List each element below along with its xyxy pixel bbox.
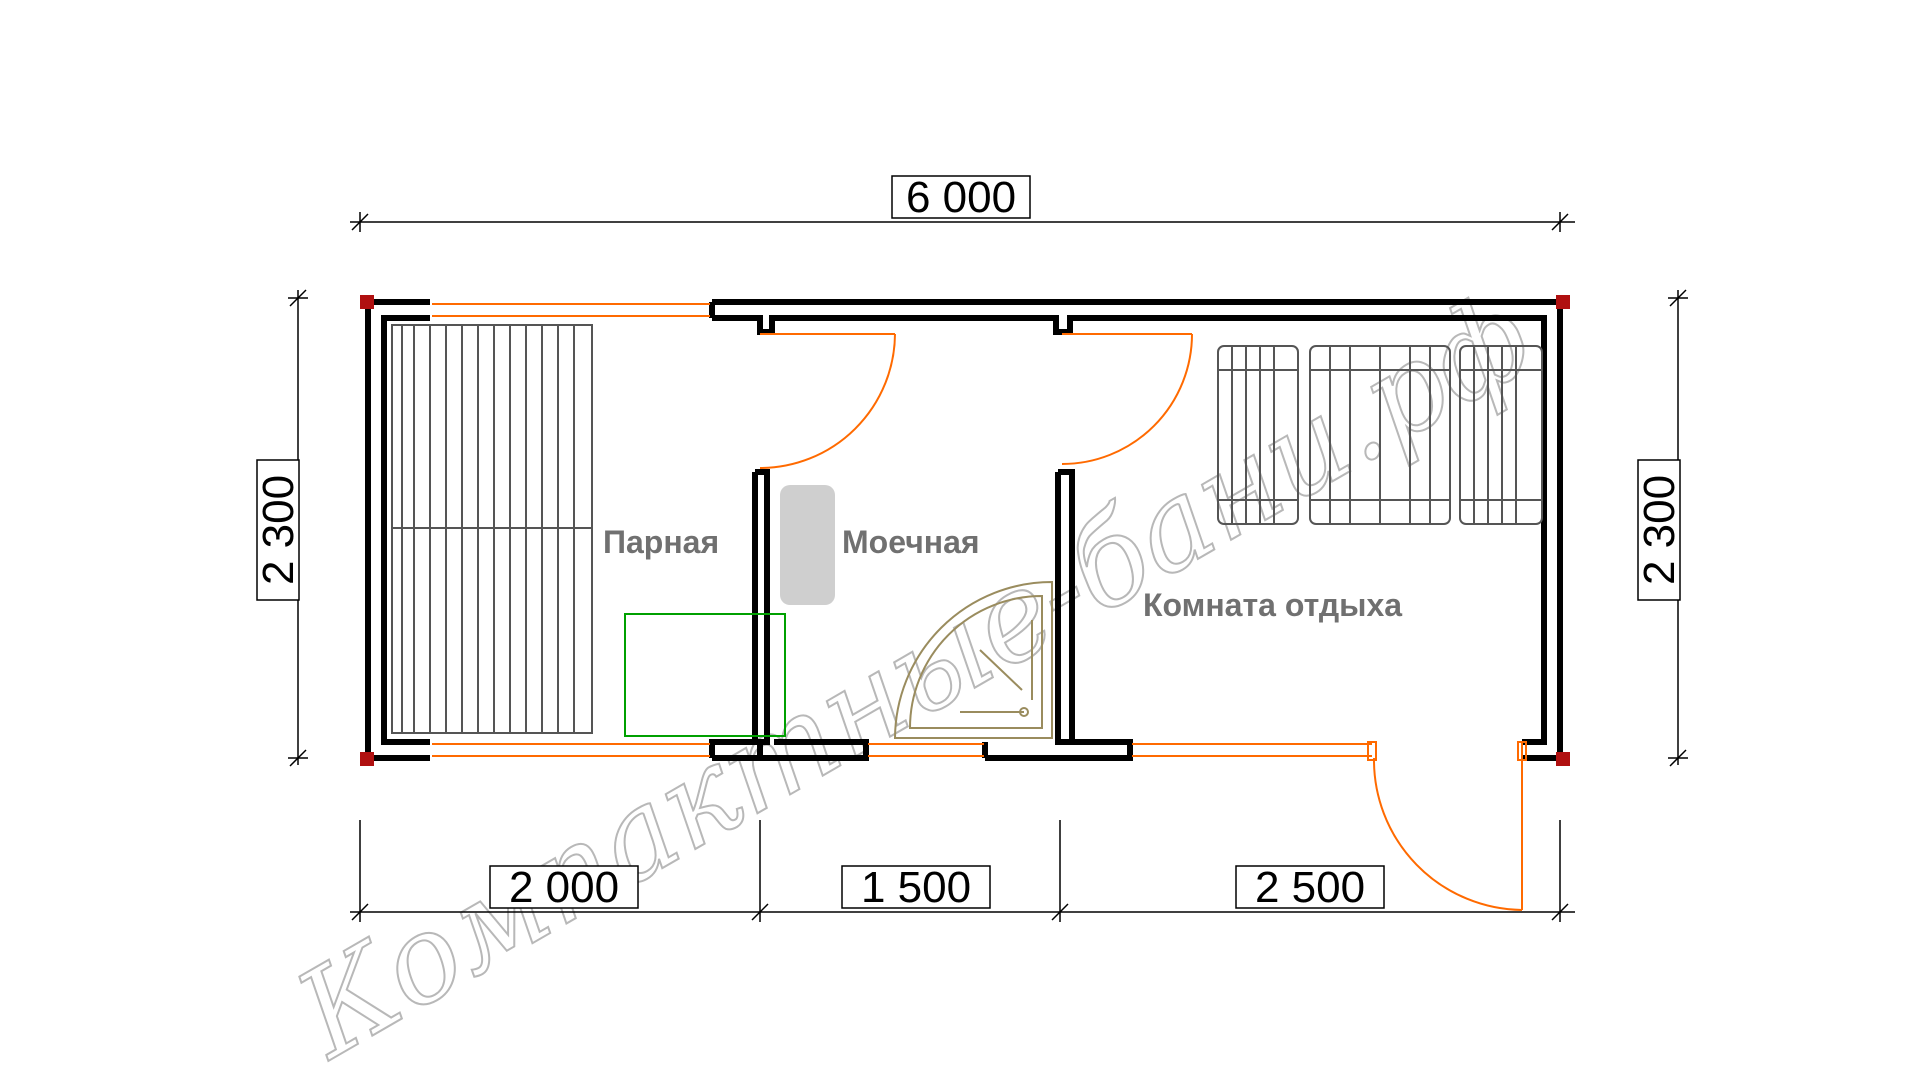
- dim-width-right: 2 300: [1635, 459, 1684, 601]
- corner-posts: [360, 295, 1570, 766]
- rest-benches: [1217, 345, 1543, 525]
- room-label-wash: Моечная: [842, 524, 980, 560]
- room-label-steam: Парная: [603, 524, 719, 560]
- sauna-stove: [624, 613, 786, 737]
- doors: [759, 333, 1527, 911]
- dim-section-wash-text: 1 500: [861, 863, 971, 912]
- shower-cabin: [893, 580, 1053, 739]
- dim-width-right-text: 2 300: [1635, 475, 1684, 585]
- dim-section-steam-text: 2 000: [509, 863, 619, 912]
- dim-section-rest: 2 500: [1235, 863, 1385, 912]
- walls: [365, 299, 1563, 761]
- dim-width-left-text: 2 300: [254, 475, 303, 585]
- windows: [432, 303, 1372, 757]
- dim-total-length: 6 000: [891, 173, 1031, 222]
- dim-width-left: 2 300: [254, 459, 303, 601]
- dim-section-wash: 1 500: [841, 863, 991, 912]
- sauna-shelves: [391, 324, 593, 734]
- dim-section-rest-text: 2 500: [1255, 863, 1365, 912]
- water-tank: [780, 485, 835, 605]
- watermark-text: Компактные-бани.рф: [273, 266, 1554, 1080]
- dim-total-length-text: 6 000: [906, 173, 1016, 222]
- room-label-rest: Комната отдыха: [1143, 587, 1402, 623]
- watermark: Компактные-бани.рф: [272, 265, 1555, 1080]
- dim-section-steam: 2 000: [489, 863, 639, 912]
